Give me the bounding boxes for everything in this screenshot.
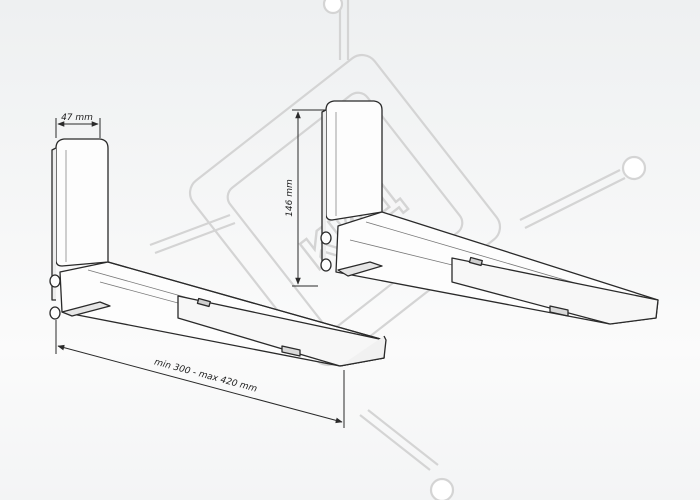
watermark-circle-right xyxy=(621,155,647,181)
watermark xyxy=(149,0,647,500)
dimension-plate-height xyxy=(292,109,326,287)
watermark-stem-left xyxy=(149,213,231,247)
watermark-circle-bottom xyxy=(429,477,455,500)
right-wall-plate xyxy=(325,100,383,221)
right-bracket xyxy=(320,100,659,325)
plate-height-label: 146 mm xyxy=(285,179,295,217)
right-arm-lock xyxy=(468,256,483,267)
watermark-circle-top xyxy=(322,0,344,15)
left-hinge-knob-bottom xyxy=(49,306,61,320)
watermark-stem-bottom xyxy=(359,414,431,471)
left-wall-plate xyxy=(55,138,109,267)
dimension-arm-length xyxy=(55,320,345,428)
right-hinge-knob-top xyxy=(320,231,332,245)
watermark-stem-right xyxy=(519,169,621,221)
plate-width-label: 47 mm xyxy=(61,113,93,123)
dimension-plate-width xyxy=(55,118,101,138)
right-hinge-knob-bottom xyxy=(320,258,332,272)
watermark-outer-frame xyxy=(188,53,502,367)
left-arm-lock xyxy=(196,297,211,308)
left-hinge-knob-top xyxy=(49,274,61,288)
